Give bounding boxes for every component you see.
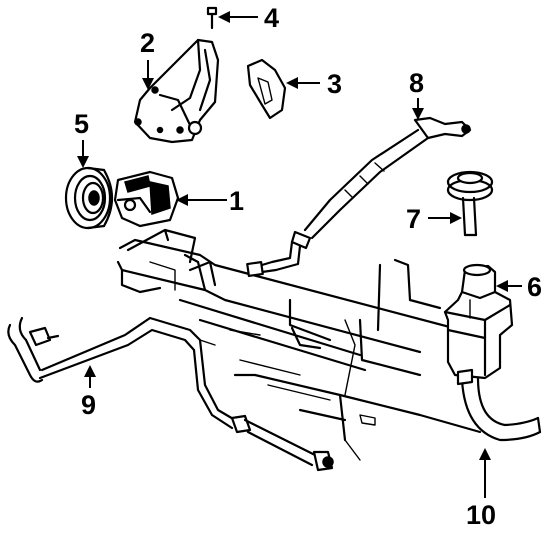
callout-10: 10 <box>466 500 496 530</box>
callout-5: 5 <box>74 109 89 139</box>
callout-4: 4 <box>264 3 279 33</box>
callout-2: 2 <box>140 28 155 58</box>
callout-9: 9 <box>81 390 96 420</box>
arrow-7 <box>450 212 462 224</box>
callout-1: 1 <box>229 186 244 216</box>
pump-pulley <box>64 166 114 230</box>
pressure-hose <box>246 116 472 278</box>
power-steering-pump <box>113 170 180 228</box>
arrow-6 <box>496 280 508 292</box>
reservoir-cap <box>446 170 494 237</box>
arrow-5 <box>77 156 89 168</box>
fluid-reservoir <box>443 263 514 380</box>
arrow-2 <box>142 78 154 90</box>
callout-6: 6 <box>527 272 542 302</box>
bracket-bolt <box>206 6 218 30</box>
callout-8: 8 <box>409 68 424 98</box>
arrow-9 <box>84 365 96 377</box>
return-hose <box>456 368 542 442</box>
callout-labels: 1 2 3 4 5 6 7 8 9 10 <box>74 3 542 530</box>
arrow-4 <box>218 11 230 23</box>
callout-3: 3 <box>327 69 342 99</box>
arrow-3 <box>286 77 298 89</box>
arrow-1 <box>176 194 188 206</box>
frame-structure <box>116 228 482 461</box>
callout-7: 7 <box>406 204 421 234</box>
return-line <box>7 316 334 472</box>
leader-lines <box>77 11 522 498</box>
arrow-10 <box>479 448 491 460</box>
pump-mounting-bracket <box>133 38 220 144</box>
arrow-8 <box>412 108 424 120</box>
brace-plate <box>246 58 287 120</box>
